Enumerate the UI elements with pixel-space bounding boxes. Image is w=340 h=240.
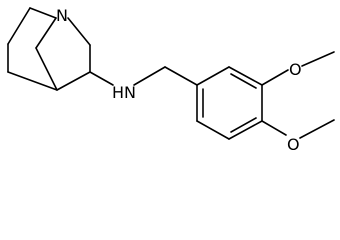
ring-nitrogen-label: N xyxy=(56,6,68,25)
ring-bond-5 xyxy=(196,120,230,140)
ring-double-bond-a xyxy=(230,73,257,89)
bond-c3-nh xyxy=(89,71,114,86)
bond-n-left-upper xyxy=(29,7,57,19)
methoxy-bottom: O xyxy=(261,119,335,154)
chemical-structure: N HN O O xyxy=(7,6,335,154)
bond-left-upper-down xyxy=(7,7,31,45)
ring-bond-4 xyxy=(228,120,263,140)
bond-o-top-methyl xyxy=(301,51,335,67)
ring-double-bond-b xyxy=(230,117,257,133)
bond-ch2-ring xyxy=(164,66,198,86)
bond-o-bottom-methyl xyxy=(299,119,335,139)
ring-bond-2 xyxy=(228,66,263,86)
bond-nh-ch2 xyxy=(133,66,166,86)
bond-n-middle xyxy=(35,17,57,49)
bond-c3-bridge xyxy=(56,71,91,91)
benzene-ring xyxy=(196,66,263,140)
methoxy-top: O xyxy=(261,51,335,86)
bond-ring-o-top xyxy=(261,69,289,86)
bond-left-to-ch xyxy=(7,71,58,91)
amine-nitrogen-label: HN xyxy=(112,83,136,102)
oxygen-top-label: O xyxy=(289,60,302,79)
oxygen-bottom-label: O xyxy=(287,135,300,154)
bond-ring-o-bottom xyxy=(261,120,287,136)
bond-n-right xyxy=(67,17,91,46)
quinuclidine-cage: N xyxy=(7,6,91,91)
ring-bond-1 xyxy=(196,66,230,86)
bond-middle-down xyxy=(35,47,58,91)
